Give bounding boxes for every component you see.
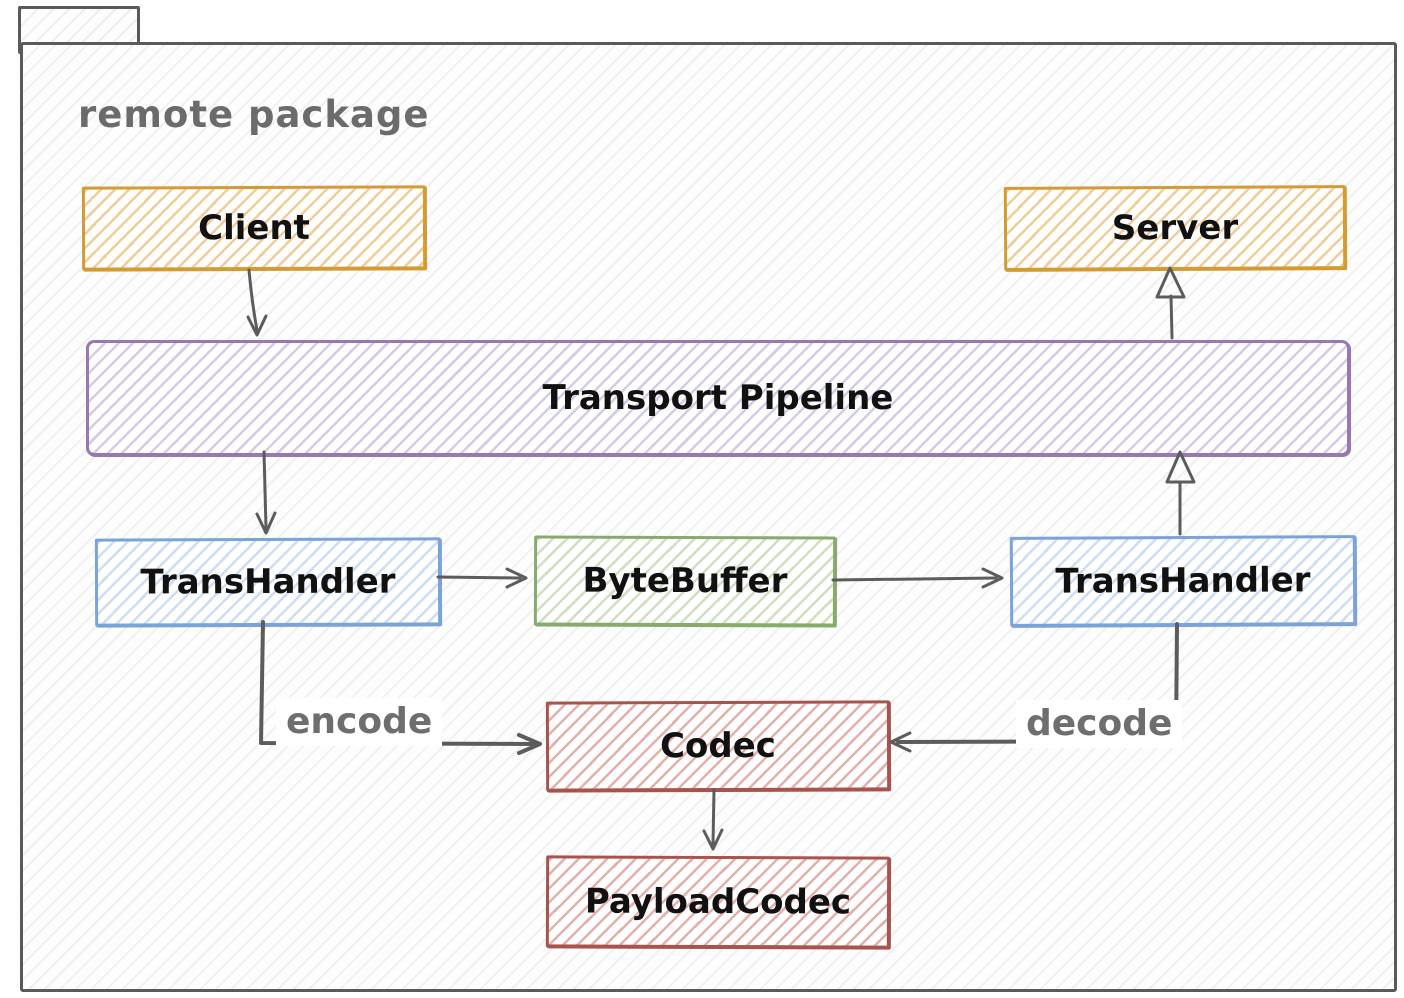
node-server-label: Server <box>1111 207 1239 249</box>
node-transhandler-left-label: TransHandler <box>140 561 396 603</box>
node-codec: Codec <box>545 700 891 792</box>
node-transhandler-right: TransHandler <box>1009 535 1357 627</box>
node-transport-pipeline-label: Transport Pipeline <box>542 378 894 418</box>
edge-label-decode: decode <box>1016 700 1183 748</box>
package-title: remote package <box>78 93 430 136</box>
package-folder-tab <box>18 6 140 54</box>
node-bytebuffer-label: ByteBuffer <box>582 560 788 602</box>
node-payloadcodec-label: PayloadCodec <box>584 881 852 923</box>
node-server: Server <box>1003 185 1347 271</box>
edge-label-encode: encode <box>276 698 443 746</box>
node-transhandler-right-label: TransHandler <box>1055 560 1311 602</box>
node-payloadcodec: PayloadCodec <box>545 855 891 949</box>
package-folder-body <box>20 42 1397 992</box>
node-bytebuffer: ByteBuffer <box>533 535 837 627</box>
node-client: Client <box>81 185 427 271</box>
node-transport-pipeline: Transport Pipeline <box>86 340 1350 456</box>
node-codec-label: Codec <box>659 725 777 767</box>
node-transhandler-left: TransHandler <box>94 537 442 627</box>
node-client-label: Client <box>198 207 310 249</box>
